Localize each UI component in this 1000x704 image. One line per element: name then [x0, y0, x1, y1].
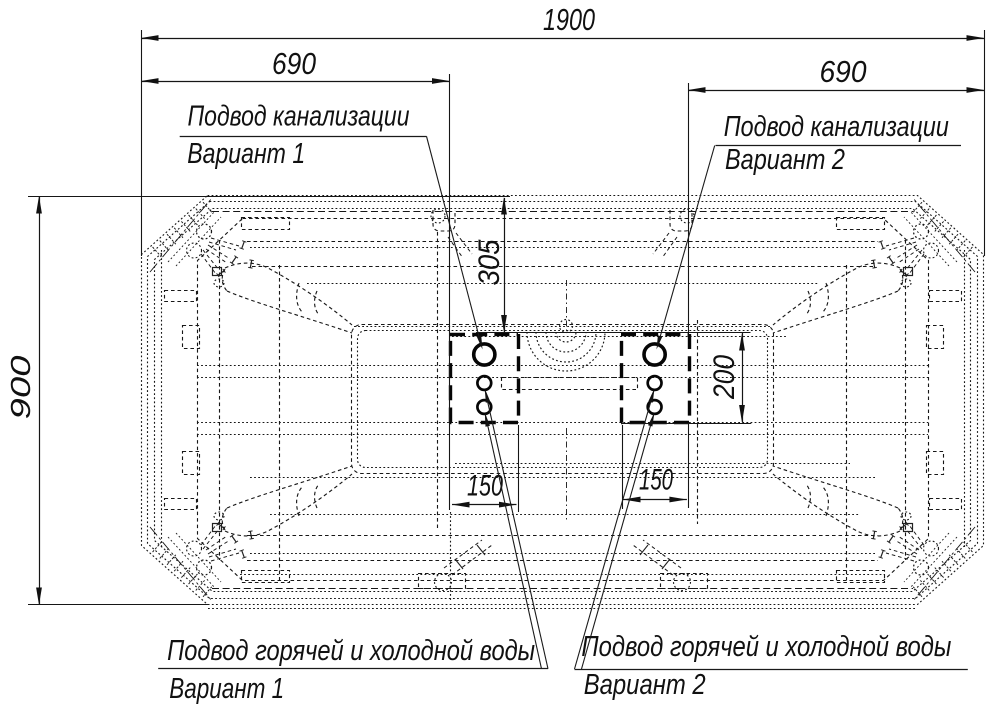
svg-text:Подвод горячей и холодной воды: Подвод горячей и холодной воды [167, 635, 535, 667]
svg-text:Вариант 1: Вариант 1 [169, 673, 284, 704]
svg-text:Вариант 2: Вариант 2 [725, 144, 845, 176]
svg-text:Подвод канализации: Подвод канализации [724, 111, 949, 143]
svg-text:1900: 1900 [543, 2, 595, 37]
svg-text:Подвод горячей и холодной воды: Подвод горячей и холодной воды [581, 631, 951, 663]
svg-text:Вариант 1: Вариант 1 [187, 138, 305, 170]
svg-text:690: 690 [272, 46, 316, 81]
svg-text:690: 690 [820, 54, 867, 89]
svg-text:305: 305 [473, 239, 506, 285]
svg-text:Подвод канализации: Подвод канализации [188, 101, 410, 133]
svg-text:900: 900 [5, 355, 36, 420]
svg-text:150: 150 [639, 464, 673, 497]
svg-text:200: 200 [708, 355, 741, 400]
svg-text:Вариант 2: Вариант 2 [584, 669, 706, 701]
svg-text:150: 150 [467, 470, 503, 503]
